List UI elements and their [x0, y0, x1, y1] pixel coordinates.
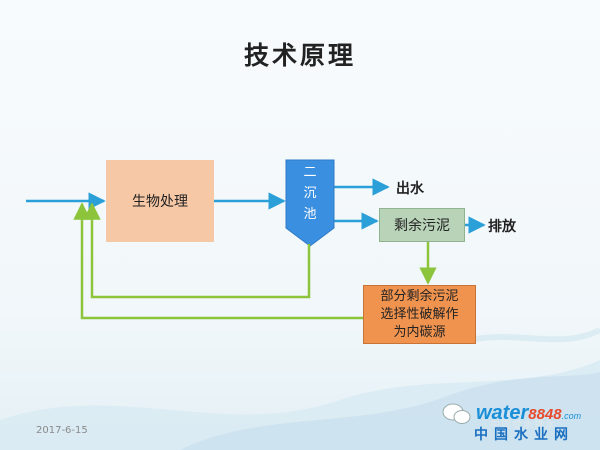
brand-en-word: water	[476, 402, 529, 424]
slide-date: 2017-6-15	[36, 425, 88, 436]
sludge-return-line	[83, 202, 311, 299]
recycled-sludge-text: 部分剩余污泥 选择性破解作 为内碳源	[380, 288, 459, 340]
brand-en: water8848.com	[476, 402, 581, 425]
brand-en-suffix: .com	[561, 411, 582, 421]
discharge-label: 排放	[488, 219, 516, 235]
wechat-icon	[442, 403, 471, 424]
bio-treatment-box: 生物处理	[106, 160, 214, 242]
secondary-clarifier-shape	[285, 159, 335, 247]
brand-en-number: 8848	[528, 406, 562, 423]
recycled-sludge-box: 部分剩余污泥 选择性破解作 为内碳源	[363, 285, 476, 344]
watermark-logo: water8848.com 中国给水排水 中国水业网	[440, 400, 590, 444]
secondary-clarifier-label: 二 沉 池	[303, 165, 317, 222]
watermark-overlay: 中国给水排水	[490, 420, 556, 431]
excess-sludge-box: 剩余污泥	[379, 208, 465, 242]
slide-title: 技术原理	[243, 41, 356, 70]
carbon-source-return-line	[73, 202, 363, 320]
effluent-label: 出水	[396, 181, 424, 197]
brand-cn: 中国水业网	[474, 427, 574, 443]
